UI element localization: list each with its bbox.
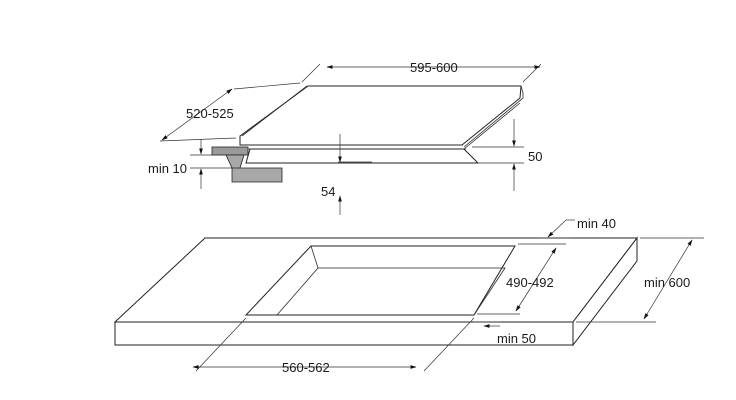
hob-body: [245, 148, 480, 164]
dim-width: [301, 63, 542, 83]
worktop-depth-label: min 600: [644, 275, 690, 290]
dim-cutout-depth: [477, 243, 566, 315]
hob-clearance-label: min 10: [148, 161, 187, 176]
hob-inset-label: 54: [321, 184, 335, 199]
hob-width-label: 595-600: [410, 60, 458, 75]
cutout-width-label: 560-562: [282, 360, 330, 375]
dim-back-clearance: [538, 219, 575, 239]
hob-glass-top: [239, 85, 522, 146]
countertop-side: [572, 236, 638, 347]
mounting-clamp: [211, 146, 283, 183]
cutout-depth-label: 490-492: [506, 275, 554, 290]
dim-height: [472, 119, 524, 191]
hob-depth-label: 520-525: [186, 106, 234, 121]
hob-height-label: 50: [528, 149, 542, 164]
dim-worktop-depth: [576, 237, 704, 323]
countertop-drawing: 560-562 490-492 min 40 min 50 min 600: [113, 216, 704, 375]
back-clearance-label: min 40: [577, 216, 616, 231]
dim-front-clearance: [474, 321, 500, 328]
front-clearance-label: min 50: [497, 331, 536, 346]
dim-min10: [190, 139, 232, 189]
hob-drawing: 595-600 520-525 50 min 10: [148, 60, 542, 215]
dim-cutout-width: [192, 317, 475, 372]
dim-depth: [159, 82, 301, 142]
dim-54: [338, 134, 372, 215]
